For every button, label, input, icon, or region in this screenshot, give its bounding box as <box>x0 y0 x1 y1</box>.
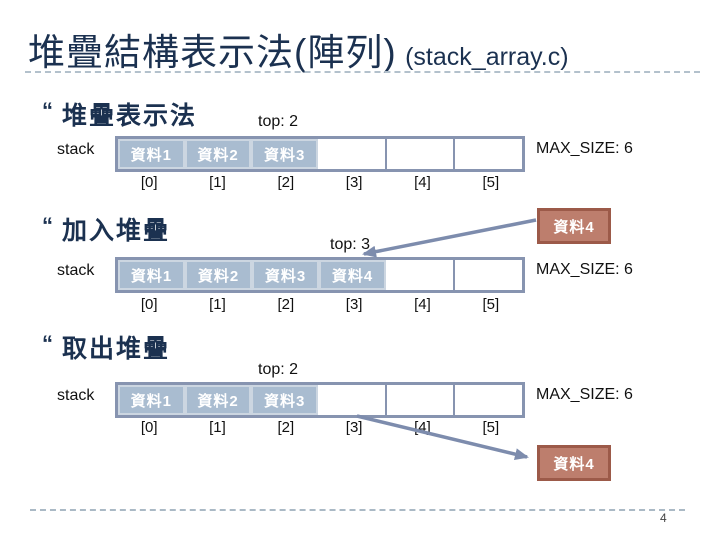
array-index-label: [1] <box>209 296 226 313</box>
array-index-label: [2] <box>277 296 295 313</box>
slide-title-code: (stack_array.c) <box>405 43 569 71</box>
stack-cell-filled: 資料2 <box>184 139 252 169</box>
array-index-label: [2] <box>277 419 295 436</box>
quote-bullet-icon: “ <box>42 331 53 356</box>
stack-cell-filled: 資料1 <box>118 139 185 169</box>
stack-cell-empty <box>455 139 522 169</box>
array-index-label: [5] <box>482 174 500 191</box>
stack-cell-filled: 資料1 <box>118 260 185 290</box>
stack-cell-filled: 資料1 <box>118 385 185 415</box>
array-index-label: [0] <box>140 419 158 436</box>
section2-index-row: [0] [1] [2] [3] [4] [5] <box>115 296 525 314</box>
stack-cell-empty <box>455 260 522 290</box>
section2-stack-label: stack <box>57 262 95 279</box>
section2-heading: “加入堆疊 <box>42 213 171 245</box>
section1-stack-label: stack <box>57 141 95 158</box>
section3-index-row: [0] [1] [2] [3] [4] [5] <box>115 419 525 437</box>
section2-top-pointer-label: top: 3 <box>330 236 371 253</box>
stack-cell-filled: 資料3 <box>252 260 319 290</box>
stack-cell-empty <box>386 260 455 290</box>
array-index-label: [4] <box>414 174 431 191</box>
footer-divider-dashed <box>30 509 685 511</box>
stack-cell-empty <box>387 385 456 415</box>
stack-cell-filled: 資料4 <box>319 260 386 290</box>
section3-stack-label: stack <box>57 387 95 404</box>
slide-title-main: 堆疊結構表示法(陣列) <box>28 32 397 73</box>
array-index-label: [5] <box>482 296 500 313</box>
quote-bullet-icon: “ <box>42 98 53 123</box>
stack-cell-empty <box>455 385 522 415</box>
section1-heading: “堆疊表示法 <box>42 98 198 130</box>
array-index-label: [3] <box>345 174 363 191</box>
section3-heading: “取出堆疊 <box>42 331 171 363</box>
array-index-label: [0] <box>140 296 158 313</box>
page-number: 4 <box>660 511 667 525</box>
array-index-label: [4] <box>414 296 431 313</box>
title-divider-dashed <box>25 71 700 73</box>
section2-push-value-box: 資料4 <box>537 208 611 244</box>
array-index-label: [3] <box>345 296 363 313</box>
slide-title: 堆疊結構表示法(陣列) (stack_array.c) <box>28 22 569 76</box>
stack-cell-filled: 資料3 <box>251 139 319 169</box>
array-index-label: [3] <box>345 419 363 436</box>
stack-cell-filled: 資料3 <box>251 385 319 415</box>
array-index-label: [5] <box>482 419 500 436</box>
stack-cell-filled: 資料2 <box>184 385 252 415</box>
section3-top-pointer-label: top: 2 <box>258 361 299 378</box>
section2-max-size-label: MAX_SIZE: 6 <box>536 261 633 278</box>
array-index-label: [0] <box>140 174 158 191</box>
quote-bullet-icon: “ <box>42 213 53 238</box>
section1-top-pointer-label: top: 2 <box>258 113 299 130</box>
stack-cell-empty <box>318 139 387 169</box>
stack-cell-filled: 資料2 <box>185 260 252 290</box>
array-index-label: [4] <box>414 419 431 436</box>
section1-max-size-label: MAX_SIZE: 6 <box>536 140 633 157</box>
stack-cell-empty <box>387 139 456 169</box>
stack-cell-empty <box>318 385 387 415</box>
section3-max-size-label: MAX_SIZE: 6 <box>536 386 633 403</box>
push-arrow <box>362 218 537 258</box>
section3-pop-value-box: 資料4 <box>537 445 611 481</box>
array-index-label: [1] <box>209 419 226 436</box>
array-index-label: [2] <box>277 174 295 191</box>
array-index-label: [1] <box>209 174 226 191</box>
section1-index-row: [0] [1] [2] [3] [4] [5] <box>115 174 525 192</box>
